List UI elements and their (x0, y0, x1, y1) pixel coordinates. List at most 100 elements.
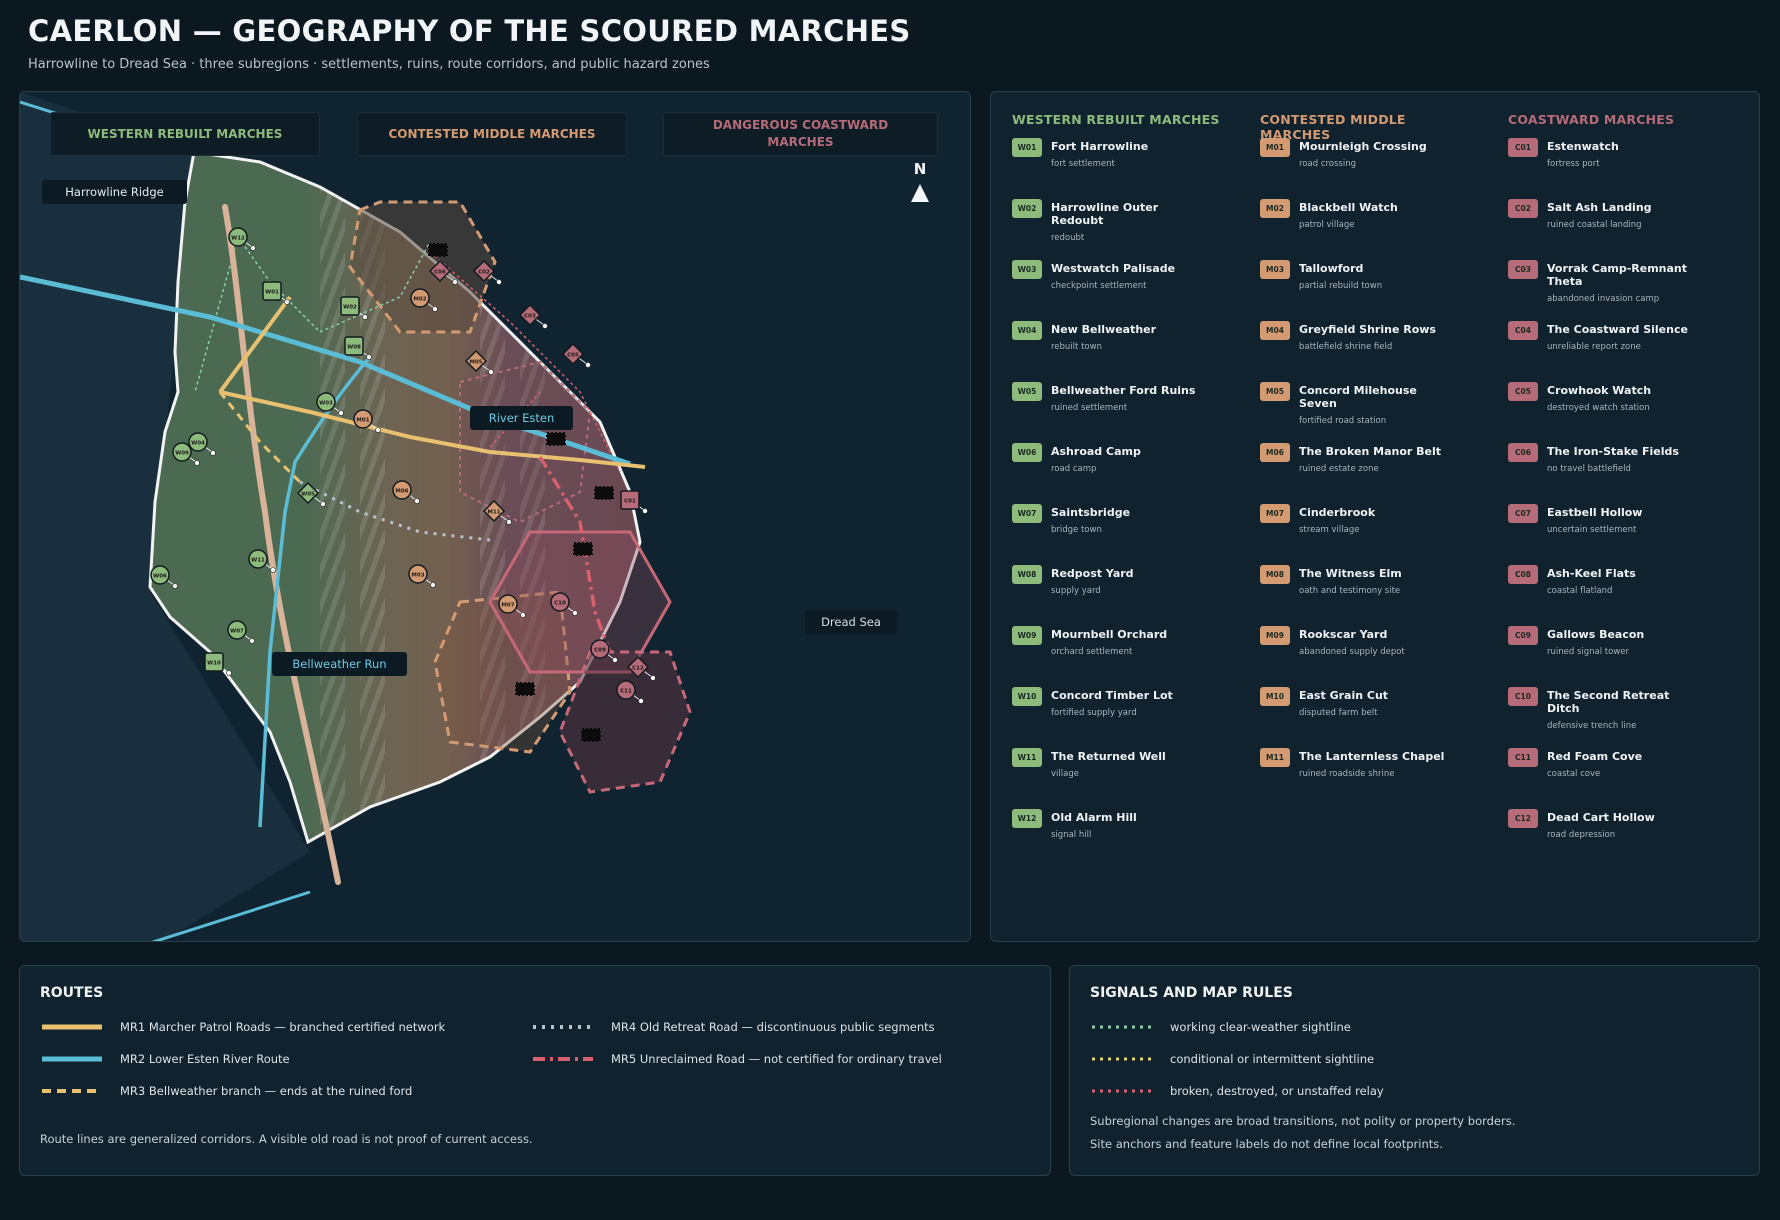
site-marker[interactable]: W02 (340, 296, 368, 320)
ridge-label: Harrowline Ridge (42, 180, 187, 204)
harrowline-ridge-line (222, 204, 341, 885)
working-sightline-icon (1092, 1025, 1152, 1029)
site-type: no travel battlefield (1547, 464, 1631, 474)
site-marker[interactable]: M06 (392, 480, 420, 504)
site-code-badge: C01 (1508, 138, 1538, 157)
site-marker[interactable]: W10 (204, 652, 232, 676)
site-marker-code: C10 (554, 601, 566, 607)
run-label: Bellweather Run (272, 652, 407, 676)
site-marker[interactable]: C01 (620, 490, 648, 514)
site-anchor-dot (520, 612, 526, 618)
site-marker[interactable]: M07 (498, 594, 526, 618)
site-marker[interactable]: W06 (150, 565, 178, 589)
site-marker[interactable]: W01 (262, 281, 290, 305)
site-name: Gallows Beacon (1547, 628, 1645, 641)
site-marker[interactable]: W08 (344, 336, 372, 360)
site-marker-square-icon (204, 652, 224, 672)
map-canvas[interactable]: W01W02W03W04W05W06W07W08W09W10W11W12M01M… (20, 92, 971, 942)
site-marker[interactable]: M01 (353, 409, 381, 433)
site-code-badge: W03 (1012, 260, 1042, 279)
site-marker-code: M03 (411, 573, 424, 579)
site-code-badge: C03 (1508, 260, 1538, 279)
site-marker[interactable]: M03 (408, 564, 436, 588)
site-marker[interactable]: C05 (561, 342, 591, 368)
site-marker[interactable]: W09 (172, 442, 200, 466)
site-marker[interactable]: W04 (188, 432, 216, 456)
site-type: abandoned supply depot (1299, 647, 1405, 657)
site-marker[interactable]: W03 (316, 392, 344, 416)
site-marker[interactable]: M02 (410, 288, 438, 312)
site-marker-diamond-icon (482, 499, 506, 523)
site-name: Saintsbridge (1051, 506, 1131, 519)
site-marker[interactable]: C03 (518, 303, 548, 329)
site-marker[interactable]: C12 (626, 655, 656, 681)
site-marker-code: C11 (620, 689, 632, 695)
site-anchor-dot (362, 314, 368, 320)
site-marker-square-icon (340, 296, 360, 316)
site-name: Redpost Yard (1051, 567, 1134, 580)
site-name: Concord Timber Lot (1051, 689, 1173, 702)
region-tab-middle[interactable]: CONTESTED MIDDLE MARCHES (357, 112, 627, 156)
unknown-hazard-mark-icon (581, 728, 601, 742)
site-marker[interactable]: M11 (482, 499, 512, 525)
site-code-badge: M10 (1260, 687, 1290, 706)
site-marker[interactable]: W12 (228, 227, 256, 251)
region-tab-coastward[interactable]: DANGEROUS COASTWARD MARCHES (663, 112, 938, 156)
site-marker[interactable]: C06 (428, 259, 458, 285)
site-type: orchard settlement (1051, 647, 1133, 657)
site-marker-code: C02 (478, 270, 490, 276)
legend-signal-conditional-label: conditional or intermittent sightline (1170, 1052, 1375, 1066)
site-marker[interactable]: W07 (227, 620, 255, 644)
site-marker[interactable]: W05 (296, 481, 326, 507)
site-marker[interactable]: C09 (590, 639, 618, 663)
site-marker[interactable]: C02 (472, 259, 502, 285)
site-marker[interactable]: W11 (248, 549, 276, 573)
site-anchor-dot (194, 460, 200, 466)
legend-signal-broken-label: broken, destroyed, or unstaffed relay (1170, 1084, 1384, 1098)
site-markers[interactable]: W01W02W03W04W05W06W07W08W09W10W11W12M01M… (150, 227, 656, 704)
site-marker[interactable]: C11 (616, 680, 644, 704)
region-tab-western[interactable]: WESTERN REBUILT MARCHES (50, 112, 320, 156)
site-marker[interactable]: M05 (464, 349, 494, 375)
legend-mr5-label: MR5 Unreclaimed Road — not certified for… (611, 1052, 942, 1066)
site-marker[interactable]: C10 (550, 592, 578, 616)
